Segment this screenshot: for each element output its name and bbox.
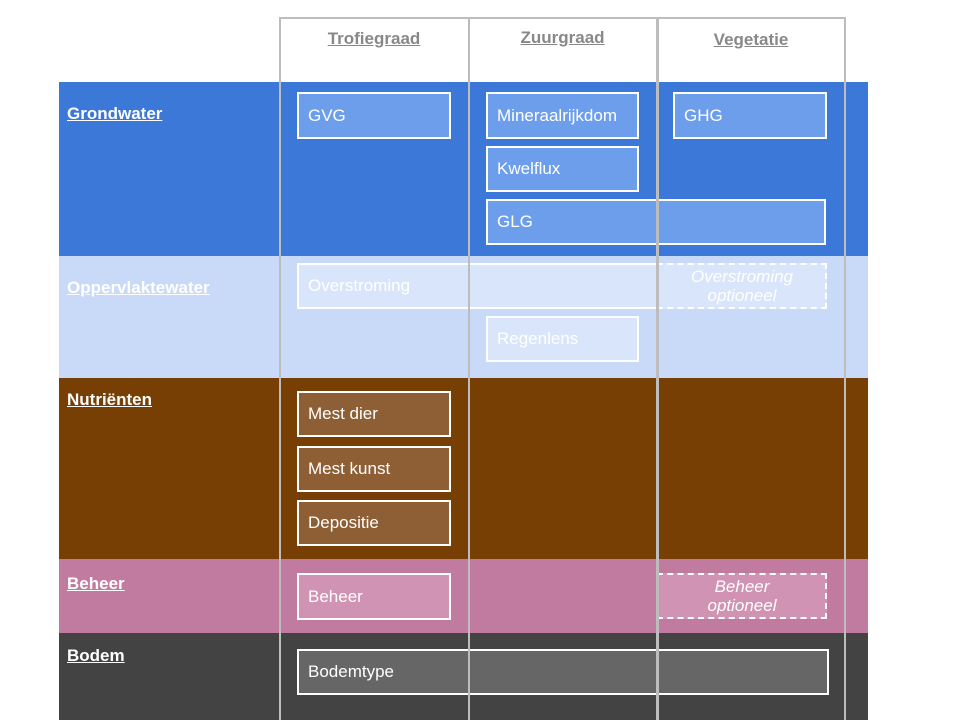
band-nutrienten: Nutriënten [59,378,868,559]
column-header-trofiegraad: Trofiegraad [327,29,421,48]
box-mest-dier[interactable]: Mest dier [297,391,451,437]
box-depositie[interactable]: Depositie [297,500,451,546]
band-label-oppervlaktewater[interactable]: Oppervlaktewater [67,278,210,297]
box-ghg[interactable]: GHG [673,92,827,139]
box-kwelflux[interactable]: Kwelflux [486,146,639,192]
box-overstroming-optioneel[interactable]: Overstroming optioneel [657,263,827,309]
box-glg[interactable]: GLG [486,199,826,245]
band-label-grondwater[interactable]: Grondwater [67,104,163,123]
band-label-bodem[interactable]: Bodem [67,646,125,665]
band-label-beheer[interactable]: Beheer [67,574,125,593]
column-header-zuurgraad: Zuurgraad [520,28,605,47]
box-beheer-optioneel[interactable]: Beheer optioneel [657,573,827,619]
box-mest-kunst[interactable]: Mest kunst [297,446,451,492]
column-header-vegetatie: Vegetatie [713,30,789,49]
box-gvg[interactable]: GVG [297,92,451,139]
band-label-nutrienten[interactable]: Nutriënten [67,390,152,409]
box-regenlens[interactable]: Regenlens [486,316,639,362]
box-bodemtype[interactable]: Bodemtype [297,649,829,695]
box-mineraalrijkdom[interactable]: Mineraalrijkdom [486,92,639,139]
box-beheer[interactable]: Beheer [297,573,451,620]
